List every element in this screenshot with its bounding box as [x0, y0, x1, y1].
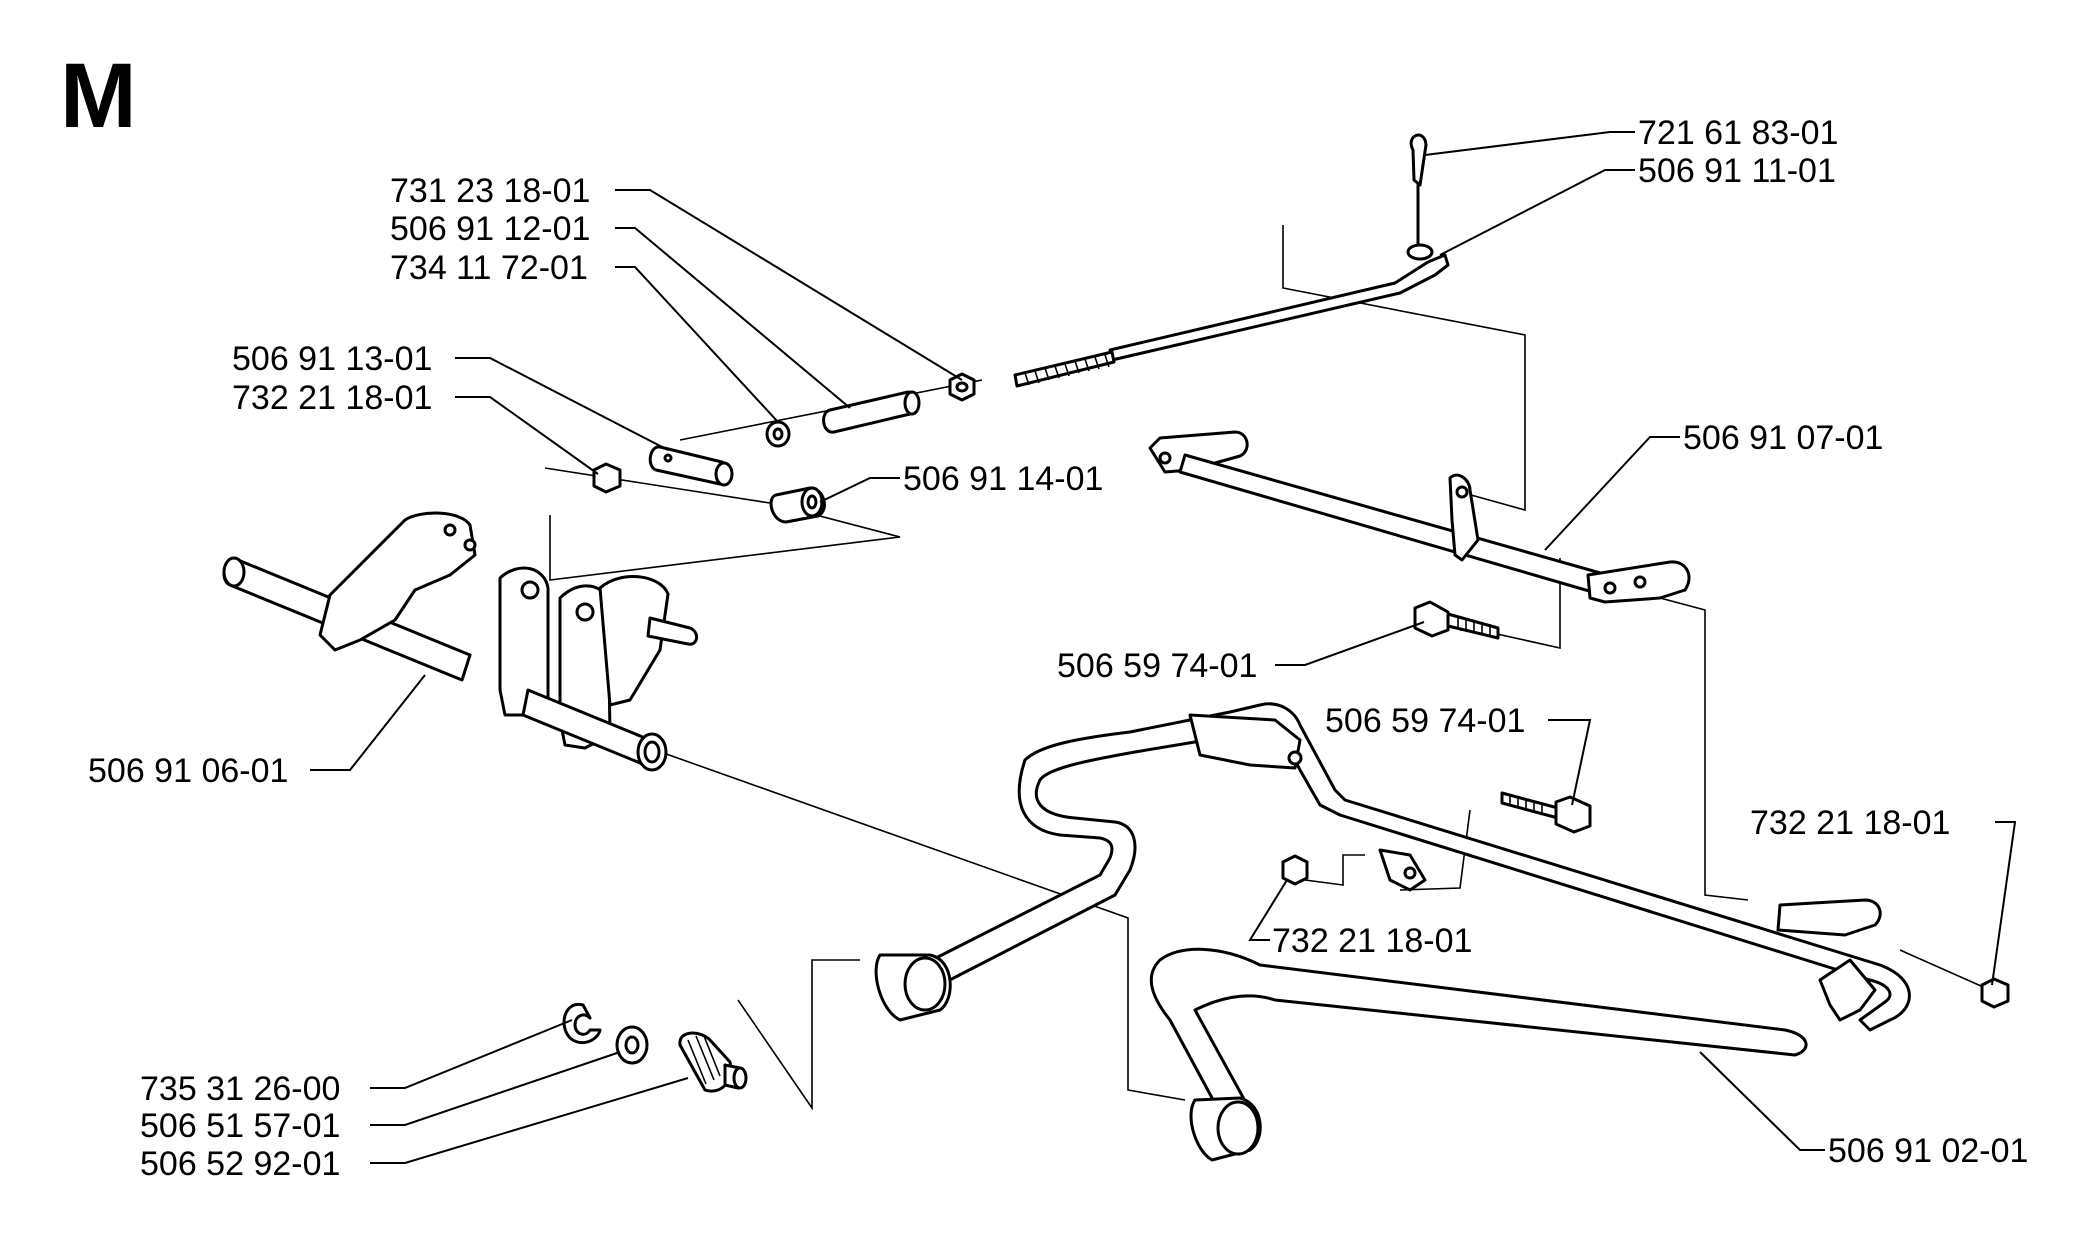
label-506-91-12-01: 506 91 12-01 — [390, 210, 590, 248]
rod-506-91-11-01 — [1013, 243, 1450, 388]
label-506-59-74-01-b: 506 59 74-01 — [1325, 702, 1525, 740]
nut-732-21-18-01-b — [1281, 854, 1309, 886]
label-721-61-83-01: 721 61 83-01 — [1638, 114, 1838, 152]
label-506-91-11-01: 506 91 11-01 — [1638, 152, 1836, 190]
label-731-23-18-01: 731 23 18-01 — [390, 172, 590, 210]
label-732-21-18-01-c: 732 21 18-01 — [1750, 804, 1950, 842]
bushing-506-91-14-01 — [769, 486, 826, 524]
label-735-31-26-00: 735 31 26-00 — [140, 1070, 340, 1108]
label-732-21-18-01-a: 732 21 18-01 — [232, 379, 432, 417]
nut-732-21-18-01-a — [592, 462, 622, 494]
nut-731-23-18-01 — [948, 372, 976, 402]
section-letter: M — [60, 45, 137, 147]
pin-506-91-13-01 — [648, 445, 734, 487]
nut-732-21-18-01-c — [1980, 977, 2010, 1009]
label-506-91-02-01: 506 91 02-01 — [1828, 1132, 2028, 1170]
bolt-506-59-74-01-a — [1413, 600, 1500, 640]
bolt-506-59-74-01-b — [1500, 791, 1592, 834]
assembly-lines — [544, 225, 1991, 1111]
washer-734-11-72-01 — [765, 420, 791, 448]
frame-506-91-02-01 — [874, 702, 1911, 1162]
label-506-51-57-01: 506 51 57-01 — [140, 1107, 340, 1145]
cotter-pin-721-61-83-01 — [1409, 133, 1428, 247]
label-732-21-18-01-b: 732 21 18-01 — [1272, 922, 1472, 960]
label-506-91-06-01: 506 91 06-01 — [88, 752, 288, 790]
label-734-11-72-01: 734 11 72-01 — [390, 249, 588, 287]
washer-506-51-57-01 — [615, 1025, 649, 1065]
label-506-91-13-01: 506 91 13-01 — [232, 340, 432, 378]
bushing-506-52-92-01 — [678, 1031, 748, 1093]
label-506-91-07-01: 506 91 07-01 — [1683, 419, 1883, 457]
circlip-735-31-26-00 — [562, 1002, 602, 1044]
part-labels: 721 61 83-01 506 91 11-01 731 23 18-01 5… — [88, 114, 2028, 1183]
spacer-506-91-12-01 — [822, 390, 921, 434]
label-506-59-74-01-a: 506 59 74-01 — [1057, 647, 1257, 685]
shaft-506-91-07-01 — [1148, 430, 1691, 604]
pivot-shaft-506-91-06-01 — [222, 511, 698, 772]
label-506-52-92-01: 506 52 92-01 — [140, 1145, 340, 1183]
label-506-91-14-01: 506 91 14-01 — [903, 460, 1103, 498]
leader-lines — [310, 131, 2017, 1164]
